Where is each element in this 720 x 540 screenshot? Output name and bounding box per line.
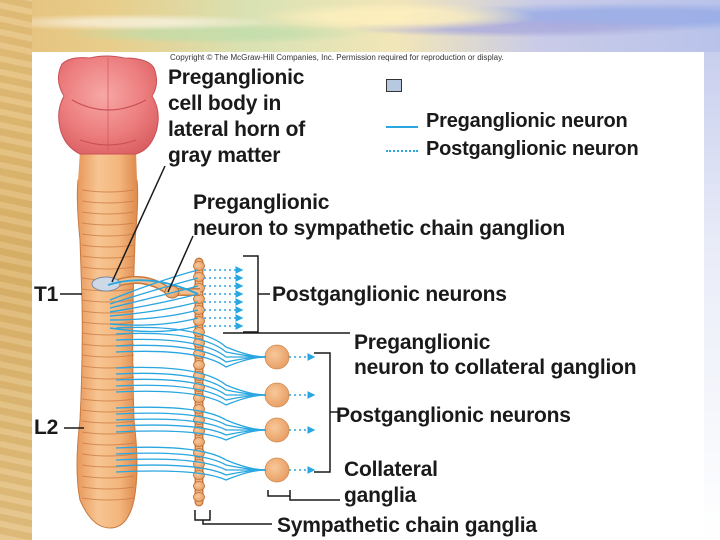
label-preganglionic-collateral-2: neuron to collateral ganglion xyxy=(354,356,637,379)
cord-segment-line xyxy=(81,244,135,248)
preganglionic-neuron-t1 xyxy=(107,279,199,295)
collateral-ganglion xyxy=(264,382,290,408)
label-postganglionic-upper: Postganglionic neurons xyxy=(272,283,507,306)
chain-ganglion xyxy=(193,305,205,315)
cord-segment-line xyxy=(81,409,135,413)
collateral-ganglion xyxy=(264,344,290,370)
cord-segment-line xyxy=(81,365,135,369)
label-collateral-ganglia-2: ganglia xyxy=(344,484,417,507)
label-sympathetic-chain-ganglia: Sympathetic chain ganglia xyxy=(277,514,537,537)
cord-segment-line xyxy=(81,343,135,347)
cord-segment-line xyxy=(81,453,135,457)
preganglionic-neuron-to-chain xyxy=(109,317,199,326)
cord-segment-line xyxy=(81,420,135,424)
copyright-notice: Copyright © The McGraw-Hill Companies, I… xyxy=(170,53,504,62)
label-preganglionic-chain-1: Preganglionic xyxy=(193,191,330,214)
label-collateral-ganglia-1: Collateral xyxy=(344,458,438,481)
spinal-cord xyxy=(76,179,139,529)
legend-postganglionic-label: Postganglionic neuron xyxy=(426,138,639,160)
label-l2: L2 xyxy=(34,416,59,439)
cord-segment-line xyxy=(81,211,135,215)
chain-ganglion xyxy=(193,316,205,326)
cord-segment-line xyxy=(81,431,135,435)
chain-ganglion xyxy=(193,360,205,370)
cord-segment-line xyxy=(81,321,135,325)
chain-ganglion xyxy=(193,261,205,271)
preganglionic-neuron-to-collateral xyxy=(115,469,267,481)
cord-segment-line xyxy=(81,475,135,479)
preganglionic-neuron-to-chain xyxy=(109,293,199,313)
bracket-postganglionic-upper xyxy=(243,255,259,333)
preganglionic-neuron-to-chain xyxy=(109,309,199,321)
cord-segment-line xyxy=(81,310,135,314)
cord-segment-line xyxy=(81,189,135,193)
label-preganglionic-collateral-1: Preganglionic xyxy=(354,331,491,354)
cord-segment-line xyxy=(81,442,135,446)
cord-segment-line xyxy=(81,387,135,391)
cord-segment-line xyxy=(81,497,135,501)
cord-segment-line xyxy=(81,398,135,402)
preganglionic-neuron-to-collateral xyxy=(115,390,267,406)
cord-segment-line xyxy=(81,299,135,303)
collateral-ganglion xyxy=(264,417,290,443)
decorative-left-strip xyxy=(0,0,32,540)
cord-segment-line xyxy=(81,255,135,259)
preganglionic-neuron-to-chain xyxy=(109,269,199,301)
leader-cell-body xyxy=(111,165,166,283)
chain-ganglion xyxy=(193,492,205,502)
label-preganglionic-cell-body-3: lateral horn of xyxy=(168,118,306,141)
cord-segment-line xyxy=(81,486,135,490)
cord-segment-line xyxy=(81,233,135,237)
label-preganglionic-cell-body-4: gray matter xyxy=(168,144,281,167)
chain-ganglion xyxy=(193,272,205,282)
legend-swatch xyxy=(386,79,402,92)
legend-solid-line xyxy=(386,126,418,128)
preganglionic-neuron-to-collateral xyxy=(115,429,267,441)
collateral-ganglion xyxy=(264,457,290,483)
legend-preganglionic-label: Preganglionic neuron xyxy=(426,110,628,132)
bracket-chain-ganglia xyxy=(194,510,211,521)
preganglionic-neuron-to-chain xyxy=(109,301,199,317)
label-preganglionic-cell-body-2: cell body in xyxy=(168,92,282,115)
decorative-top-banner xyxy=(0,0,720,56)
preganglionic-neuron-to-collateral xyxy=(115,350,267,368)
cord-segment-line xyxy=(81,354,135,358)
chain-ganglion xyxy=(193,470,205,480)
label-t1: T1 xyxy=(34,283,59,306)
cord-segment-line xyxy=(81,266,135,270)
chain-ganglion xyxy=(193,437,205,447)
leader-lines xyxy=(60,165,350,525)
cord-segment-line xyxy=(81,376,135,380)
label-preganglionic-cell-body-1: Preganglionic xyxy=(168,66,305,89)
lateral-horn xyxy=(91,276,121,292)
decorative-right-strip xyxy=(704,52,720,540)
cord-segment-line xyxy=(81,200,135,204)
leader-preganglionic-chain xyxy=(167,235,194,293)
legend-dotted-line xyxy=(386,150,418,152)
preganglionic-neuron-to-chain xyxy=(109,325,199,333)
bracket-postganglionic-lower xyxy=(314,352,331,473)
label-postganglionic-lower: Postganglionic neurons xyxy=(336,404,571,427)
cervical-segment xyxy=(78,150,137,182)
preganglionic-neuron-to-chain xyxy=(109,277,199,305)
chain-ganglion xyxy=(193,481,205,491)
preganglionic-neuron-to-chain xyxy=(109,285,199,309)
bracket-collateral-ganglia xyxy=(267,490,291,497)
label-preganglionic-chain-2: neuron to sympathetic chain ganglion xyxy=(193,217,565,240)
cord-segment-line xyxy=(81,222,135,226)
